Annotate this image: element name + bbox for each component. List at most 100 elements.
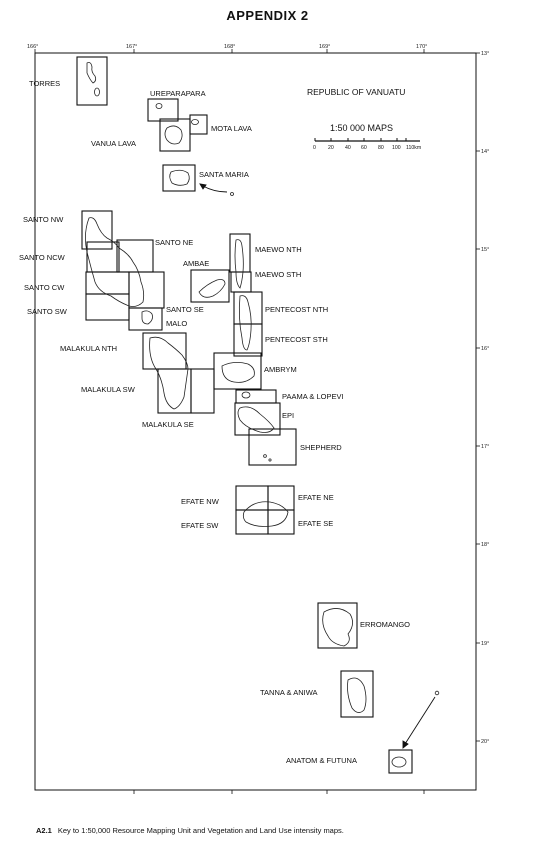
scale-tick: 110km bbox=[406, 145, 421, 151]
sheet-torres[interactable] bbox=[76, 56, 108, 106]
island-outlines bbox=[85, 62, 440, 768]
sheet-santo-cw[interactable] bbox=[85, 271, 130, 295]
island-anatom bbox=[391, 756, 407, 768]
caption-text: Key to 1:50,000 Resource Mapping Unit an… bbox=[57, 826, 344, 835]
sheet-efate-sw[interactable] bbox=[235, 509, 269, 535]
sheet-malakula-se[interactable] bbox=[190, 368, 215, 414]
island-malakula bbox=[149, 336, 189, 410]
island-malo bbox=[141, 310, 153, 325]
sheet-efate-nw[interactable] bbox=[235, 485, 269, 511]
lon-label: 169° bbox=[319, 44, 330, 50]
label-santo-se: SANTO SE bbox=[166, 305, 204, 314]
label-maewo-sth: MAEWO STH bbox=[255, 270, 301, 279]
map-sheet-tiles bbox=[76, 56, 413, 774]
page-title: APPENDIX 2 bbox=[226, 8, 309, 23]
island-erromango bbox=[322, 608, 353, 647]
scale-tick: 20 bbox=[328, 145, 334, 151]
sheet-santo-ncw[interactable] bbox=[86, 241, 120, 273]
island-pentecost bbox=[238, 295, 252, 351]
label-tanna-aniwa: TANNA & ANIWA bbox=[260, 688, 318, 697]
label-paama-lopevi: PAAMA & LOPEVI bbox=[282, 392, 344, 401]
caption-number: A2.1 bbox=[36, 826, 52, 835]
lat-label: 16° bbox=[481, 346, 489, 352]
island-maewo bbox=[234, 239, 244, 289]
sheet-malo[interactable] bbox=[128, 307, 163, 331]
country-name: REPUBLIC OF VANUATU bbox=[307, 87, 405, 97]
label-santo-cw: SANTO CW bbox=[24, 283, 65, 292]
sheet-shepherd[interactable] bbox=[248, 428, 297, 466]
scale-tick: 40 bbox=[345, 145, 351, 151]
sheet-maewo-sth[interactable] bbox=[230, 271, 252, 293]
map-series: 1:50 000 MAPS bbox=[330, 123, 393, 133]
scale-tick: 100 bbox=[392, 145, 401, 151]
sheet-santo-se[interactable] bbox=[128, 271, 165, 309]
lat-label: 13° bbox=[481, 51, 489, 57]
label-ambae: AMBAE bbox=[183, 259, 209, 268]
island-ambae bbox=[198, 279, 226, 298]
lat-label: 20° bbox=[481, 739, 489, 745]
island-efate bbox=[242, 501, 289, 527]
sheet-malakula-nth[interactable] bbox=[142, 332, 187, 370]
sheet-anatom-futuna[interactable] bbox=[388, 749, 413, 774]
label-malo: MALO bbox=[166, 319, 187, 328]
sheet-erromango[interactable] bbox=[317, 602, 358, 649]
island-shepherd-2 bbox=[268, 458, 272, 462]
island-mota-lava bbox=[191, 119, 199, 125]
label-ambrym: AMBRYM bbox=[264, 365, 297, 374]
lon-label: 167° bbox=[126, 44, 137, 50]
lat-label: 15° bbox=[481, 247, 489, 253]
sheet-pentecost-sth[interactable] bbox=[233, 323, 263, 357]
island-vanua-lava bbox=[164, 125, 183, 145]
frame-ticks bbox=[34, 49, 480, 794]
label-efate-sw: EFATE SW bbox=[181, 521, 219, 530]
sheet-santa-maria[interactable] bbox=[162, 164, 196, 192]
lat-label: 18° bbox=[481, 542, 489, 548]
sheet-maewo-nth[interactable] bbox=[229, 233, 251, 273]
label-maewo-nth: MAEWO NTH bbox=[255, 245, 302, 254]
label-shepherd: SHEPHERD bbox=[300, 443, 342, 452]
label-santo-ncw: SANTO NCW bbox=[19, 253, 66, 262]
island-santa-maria bbox=[169, 169, 190, 186]
sheet-malakula-sw[interactable] bbox=[157, 368, 192, 414]
islet-merelava bbox=[230, 192, 234, 196]
sheet-santo-sw[interactable] bbox=[85, 293, 130, 321]
sheet-santo-ne[interactable] bbox=[116, 239, 154, 273]
lon-label: 170° bbox=[416, 44, 427, 50]
islet-futuna bbox=[434, 690, 440, 696]
sheet-tanna-aniwa[interactable] bbox=[340, 670, 374, 718]
label-santo-nw: SANTO NW bbox=[23, 215, 64, 224]
label-efate-se: EFATE SE bbox=[298, 519, 333, 528]
lat-label: 17° bbox=[481, 444, 489, 450]
label-malakula-nth: MALAKULA NTH bbox=[60, 344, 117, 353]
label-torres: TORRES bbox=[29, 79, 60, 88]
sheet-pentecost-nth[interactable] bbox=[233, 291, 263, 325]
island-santo bbox=[85, 217, 145, 307]
sheet-ambae[interactable] bbox=[190, 269, 230, 303]
scale-tick: 60 bbox=[361, 145, 367, 151]
sheet-vanua-lava[interactable] bbox=[159, 118, 191, 152]
sheet-efate-ne[interactable] bbox=[267, 485, 295, 511]
sheet-mota-lava[interactable] bbox=[189, 114, 208, 135]
label-pentecost-sth: PENTECOST STH bbox=[265, 335, 328, 344]
figure-caption: A2.1 Key to 1:50,000 Resource Mapping Uni… bbox=[36, 826, 506, 835]
map-frame bbox=[34, 52, 477, 791]
lon-label: 166° bbox=[27, 44, 38, 50]
scale-tick: 0 bbox=[313, 145, 316, 151]
lat-label: 19° bbox=[481, 641, 489, 647]
label-santa-maria: SANTA MARIA bbox=[199, 170, 249, 179]
island-paama bbox=[241, 391, 251, 399]
sheet-santo-nw[interactable] bbox=[81, 210, 113, 250]
sheet-ureparapara[interactable] bbox=[147, 98, 179, 122]
label-efate-nw: EFATE NW bbox=[181, 497, 220, 506]
label-vanua-lava: VANUA LAVA bbox=[91, 139, 136, 148]
island-torres-south bbox=[94, 87, 100, 97]
label-malakula-se: MALAKULA SE bbox=[142, 420, 194, 429]
sheet-efate-se[interactable] bbox=[267, 509, 295, 535]
scale-tick: 80 bbox=[378, 145, 384, 151]
label-efate-ne: EFATE NE bbox=[298, 493, 334, 502]
label-mota-lava: MOTA LAVA bbox=[211, 124, 252, 133]
label-santo-ne: SANTO NE bbox=[155, 238, 193, 247]
lon-label: 168° bbox=[224, 44, 235, 50]
sheet-epi[interactable] bbox=[234, 402, 281, 436]
